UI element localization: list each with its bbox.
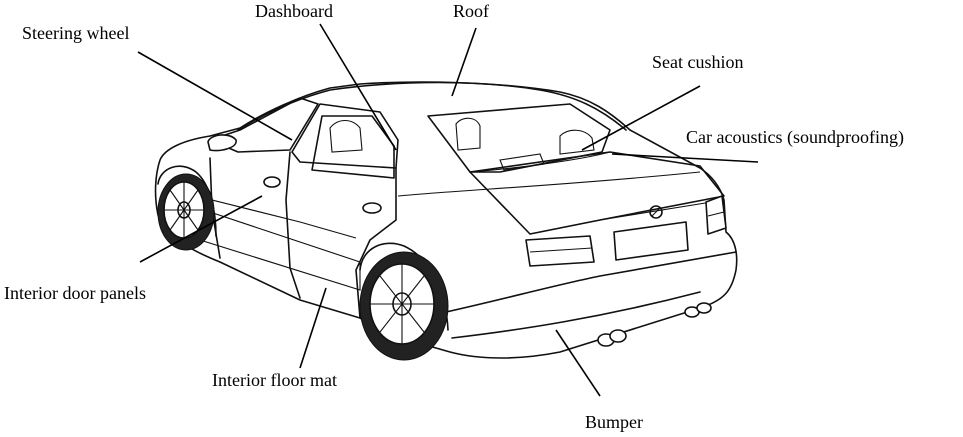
windshield <box>209 97 319 153</box>
seat-shape-3 <box>559 129 595 155</box>
label-interior-floor-mat: Interior floor mat <box>212 370 337 390</box>
label-dashboard: Dashboard <box>255 1 333 21</box>
label-roof: Roof <box>453 1 489 21</box>
front-wheel-arch <box>157 165 217 237</box>
rear-bumper <box>445 251 737 339</box>
left-taillight <box>525 235 595 267</box>
rear-wheel <box>359 251 449 361</box>
exhaust-left <box>597 329 627 347</box>
body-crease <box>171 171 701 239</box>
label-car-acoustics: Car acoustics (soundproofing) <box>686 127 904 148</box>
leader-bumper <box>555 329 601 397</box>
car-body <box>154 81 738 359</box>
car-illustration <box>154 81 738 361</box>
label-bumper: Bumper <box>585 412 643 432</box>
trunk-edge <box>529 199 725 235</box>
seat-shape-2 <box>455 117 481 151</box>
leader-roof <box>451 27 477 97</box>
leader-dashboard <box>319 23 397 151</box>
leader-steering-wheel <box>137 51 293 141</box>
rear-deck <box>469 151 611 173</box>
seat-shape-1 <box>329 119 363 153</box>
lower-sill <box>197 207 361 291</box>
front-door-handle <box>263 176 281 188</box>
left-taillight-inner <box>529 247 593 253</box>
right-taillight-inner <box>707 211 725 217</box>
badge-mark <box>651 207 661 217</box>
rear-door-line <box>355 167 397 319</box>
rear-door-handle <box>362 202 382 214</box>
exhaust-right <box>684 302 712 318</box>
leader-interior-floor-mat <box>299 287 327 369</box>
license-plate <box>613 221 689 261</box>
rear-badge <box>649 205 663 219</box>
front-side-window <box>291 103 399 169</box>
label-interior-door-panels: Interior door panels <box>4 283 146 303</box>
side-mirror <box>207 134 237 152</box>
leader-seat-cushion <box>581 85 701 151</box>
leader-car-acoustics <box>611 153 759 163</box>
right-taillight <box>705 195 727 235</box>
door-split-line <box>285 151 301 299</box>
label-seat-cushion: Seat cushion <box>652 52 744 72</box>
front-wheel <box>157 173 215 251</box>
rear-side-window <box>311 115 395 179</box>
label-steering-wheel: Steering wheel <box>22 23 129 43</box>
leader-interior-door-panels <box>139 195 263 263</box>
